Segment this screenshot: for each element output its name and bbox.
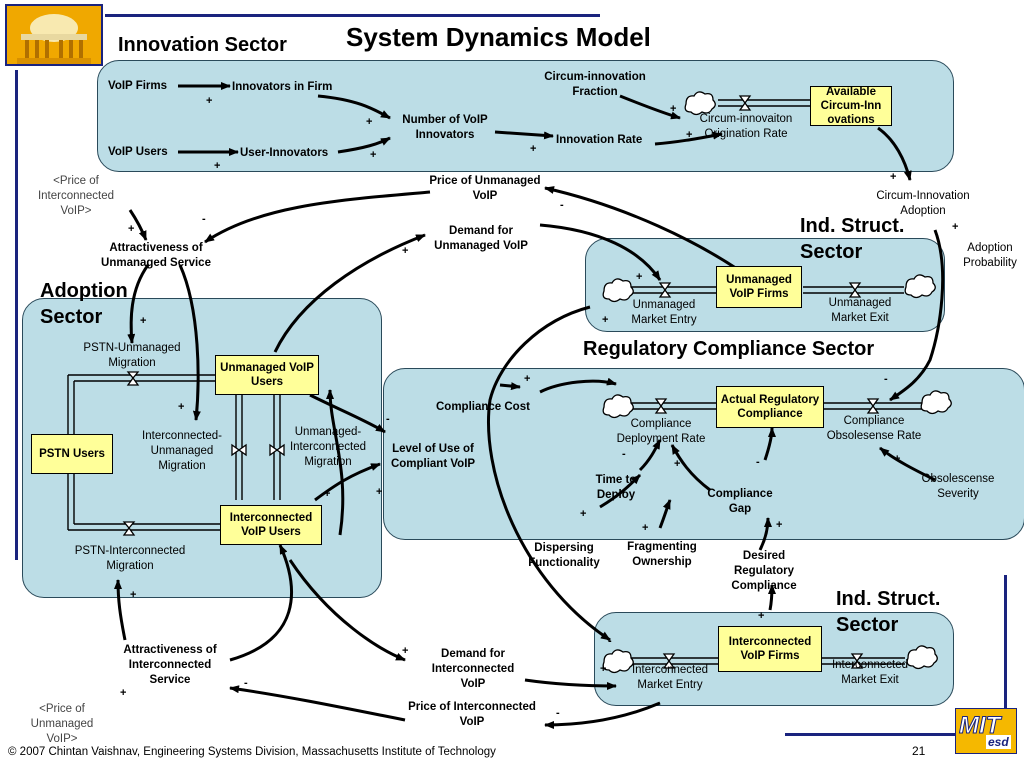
polarity-sign: - <box>608 635 612 647</box>
stock-pstn-users: PSTN Users <box>31 434 113 474</box>
var-unmanaged-market-entry: Unmanaged Market Entry <box>631 299 697 326</box>
polarity-sign: + <box>140 315 147 327</box>
var-circum-innovation-adoption: Circum-Innovation Adoption <box>876 190 970 217</box>
right-rule <box>1004 575 1007 735</box>
var-voip-firms: VoIP Firms <box>108 80 168 92</box>
var-compliance-obsolesense-rate: Compliance Obsolesense Rate <box>826 415 922 442</box>
polarity-sign: - <box>884 373 888 385</box>
polarity-sign: - <box>622 448 626 460</box>
regulatory-sector-title: Regulatory Compliance Sector <box>583 338 875 360</box>
polarity-sign: + <box>674 458 681 470</box>
var-level-of-use-compliant-voip: Level of Use of Compliant VoIP <box>390 443 476 470</box>
stock-interconnected-voip-firms: Interconnected VoIP Firms <box>718 626 822 672</box>
mit-esd-logo: MIT esd <box>955 708 1017 754</box>
polarity-sign: - <box>244 677 248 689</box>
var-unmanaged-market-exit: Unmanaged Market Exit <box>828 297 892 324</box>
polarity-sign: + <box>894 453 901 465</box>
stock-actual-regulatory-compliance: Actual Regulatory Compliance <box>716 386 824 428</box>
slide-title: System Dynamics Model <box>346 22 651 52</box>
stock-unmanaged-voip-users: Unmanaged VoIP Users <box>215 355 319 395</box>
var-demand-interconnected-voip: Demand for Interconnected VoIP <box>431 648 515 690</box>
polarity-sign: + <box>128 223 135 235</box>
polarity-sign: - <box>202 213 206 225</box>
var-dispersing-functionality: Dispersing Functionality <box>528 542 600 569</box>
polarity-sign: + <box>602 314 609 326</box>
ind-struct-sector-title-bottom: Ind. Struct. Sector <box>836 588 941 636</box>
polarity-sign: + <box>376 486 383 498</box>
var-desired-regulatory-compliance: Desired Regulatory Compliance <box>731 550 797 592</box>
polarity-sign: + <box>178 401 185 413</box>
var-user-innovators: User-Innovators <box>240 147 329 159</box>
mit-dome-logo <box>5 4 103 66</box>
var-compliance-deployment-rate: Compliance Deployment Rate <box>616 418 706 445</box>
var-number-of-voip-innovators: Number of VoIP Innovators <box>402 114 488 141</box>
var-time-to-deploy: Time to Deploy <box>595 474 637 501</box>
var-attractiveness-interconnected: Attractiveness of Interconnected Service <box>123 644 217 686</box>
var-interconnected-market-exit: Interconnected Market Exit <box>831 659 909 686</box>
footer-copyright: © 2007 Chintan Vaishnav, Engineering Sys… <box>8 746 496 758</box>
innovation-sector-title: Innovation Sector <box>118 34 287 56</box>
stock-available-circum-innovations: Available Circum-Inn ovations <box>810 86 892 126</box>
polarity-sign: + <box>214 160 221 172</box>
polarity-sign: + <box>402 645 409 657</box>
polarity-sign: + <box>206 95 213 107</box>
var-adoption-probability: Adoption Probability <box>963 242 1017 269</box>
page-number: 21 <box>912 744 926 758</box>
bottom-rule <box>785 733 955 736</box>
polarity-sign: + <box>952 221 959 233</box>
polarity-sign: + <box>890 171 897 183</box>
polarity-sign: + <box>600 663 607 675</box>
ind-struct-sector-title-top: Ind. Struct. Sector <box>800 215 905 263</box>
polarity-sign: + <box>776 519 783 531</box>
polarity-sign: - <box>556 707 560 719</box>
var-pstn-interconnected-migration: PSTN-Interconnected Migration <box>74 545 186 572</box>
var-obsolescense-severity: Obsolescense Severity <box>921 473 995 500</box>
var-compliance-gap: Compliance Gap <box>707 488 773 515</box>
stock-interconnected-voip-users: Interconnected VoIP Users <box>220 505 322 545</box>
polarity-sign: + <box>636 271 643 283</box>
var-demand-unmanaged-voip: Demand for Unmanaged VoIP <box>434 225 528 252</box>
polarity-sign: - <box>386 413 390 425</box>
var-unmanaged-interconnected-migration: Unmanaged- Interconnected Migration <box>289 426 367 468</box>
logo-mit-text: MIT <box>958 712 1001 740</box>
var-price-unmanaged-shadow: <Price of Unmanaged VoIP> <box>30 703 94 745</box>
polarity-sign: + <box>370 149 377 161</box>
polarity-sign: + <box>120 687 127 699</box>
polarity-sign: + <box>580 508 587 520</box>
var-interconnected-unmanaged-migration: Interconnected- Unmanaged Migration <box>142 430 222 472</box>
var-innovators-in-firm: Innovators in Firm <box>232 81 333 93</box>
var-fragmenting-ownership: Fragmenting Ownership <box>627 541 697 568</box>
adoption-sector-title: Adoption Sector <box>40 280 128 328</box>
var-price-unmanaged-voip: Price of Unmanaged VoIP <box>429 175 541 202</box>
polarity-sign: + <box>758 610 765 622</box>
polarity-sign: + <box>524 373 531 385</box>
var-compliance-cost: Compliance Cost <box>436 401 530 413</box>
stock-unmanaged-voip-firms: Unmanaged VoIP Firms <box>716 266 802 308</box>
var-attractiveness-unmanaged: Attractiveness of Unmanaged Service <box>101 242 211 269</box>
polarity-sign: + <box>366 116 373 128</box>
polarity-sign: + <box>642 522 649 534</box>
polarity-sign: - <box>756 456 760 468</box>
var-circum-innovation-fraction: Circum-innovation Fraction <box>544 71 646 98</box>
polarity-sign: - <box>560 199 564 211</box>
top-rule <box>105 14 600 17</box>
polarity-sign: + <box>402 245 409 257</box>
var-innovation-rate: Innovation Rate <box>556 134 643 146</box>
var-voip-users: VoIP Users <box>108 146 168 158</box>
polarity-sign: + <box>670 103 677 115</box>
var-interconnected-market-entry: Interconnected Market Entry <box>631 664 709 691</box>
polarity-sign: + <box>324 488 331 500</box>
var-price-interconnected-voip: Price of Interconnected VoIP <box>408 701 536 728</box>
var-pstn-unmanaged-migration: PSTN-Unmanaged Migration <box>83 342 181 369</box>
polarity-sign: + <box>130 589 137 601</box>
var-price-interconnected-shadow: <Price of Interconnected VoIP> <box>37 175 115 217</box>
logo-esd-text: esd <box>986 735 1011 749</box>
polarity-sign: + <box>530 143 537 155</box>
var-circum-innovation-origination-rate: Circum-innovaiton Origination Rate <box>699 113 793 140</box>
polarity-sign: + <box>686 129 693 141</box>
left-rule <box>15 70 18 560</box>
